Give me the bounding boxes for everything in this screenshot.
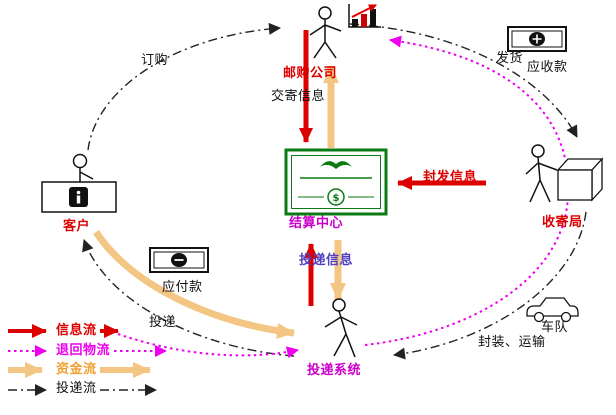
node-label-receiving-office: 收寄局 [542,215,583,230]
return-flow-delivery-to-company [364,35,570,346]
delivery-flow-transport-arc [393,211,587,360]
receivable-banknote-icon [507,26,567,52]
person-head [332,298,346,312]
legend-label-info-flow: 信息流 [56,323,97,338]
legend-lines [8,324,167,396]
capital-flow [93,65,346,339]
person-body [525,156,558,203]
car-wheel [533,311,545,323]
edge-label-receivable: 应收款 [527,60,568,75]
legend-label-capital-flow: 资金流 [56,362,97,377]
capital-flow-customer-to-delivery [93,230,295,339]
edge-label-packing-transport: 封装、运输 [478,335,546,350]
person-body [309,19,342,59]
eagle-emblem [320,161,352,169]
seal-glyph: $ [333,193,340,204]
delivery-flow-ship-arc [349,23,578,138]
person-head [531,144,545,158]
return-flow [117,35,570,359]
delivery-flow-deliver-arc [82,239,295,357]
chart-bar [361,14,367,27]
delivery-flow-cycle [82,22,587,360]
car-body [526,297,579,317]
node-label-customer: 客户 [63,219,91,234]
certificate-inner-border [291,155,381,209]
edge-label-order: 订购 [141,53,169,68]
settlement-center-icon: $ [284,148,388,216]
delivery-system-icon [324,298,358,358]
payable-banknote-icon [149,247,209,273]
legend-label-delivery-flow: 投递流 [56,381,97,396]
return-flow-customer-to-delivery [117,333,299,359]
person-head [72,153,88,169]
banknote-inner [153,251,205,269]
seal-circle [327,188,345,206]
legend-label-return-flow: 退回物流 [56,343,111,358]
fleet-car-icon [526,297,579,323]
chart-bar [352,19,358,27]
customer-icon [41,153,117,213]
edge-label-dispatch-info: 封发信息 [423,170,478,185]
info-plate-dot [76,190,81,195]
parcel-front [557,169,593,201]
plus-glyph [532,34,542,44]
edge-label-delivery-info: 投递信息 [299,253,354,268]
person-body [79,167,94,182]
mail-order-company-icon [309,4,381,59]
node-label-settlement-center: 结算中心 [289,216,344,231]
person-body [324,310,358,358]
info-plate-stem [76,195,81,204]
node-label-delivery-system: 投递系统 [307,363,362,378]
receiving-office-icon [525,144,604,203]
edge-label-ship: 发货 [496,51,524,66]
node-label-mail-order-company: 邮购公司 [283,66,338,81]
delivery-flow-order-arc [87,22,281,151]
info-flow [299,30,486,306]
edge-label-fleet: 车队 [541,320,569,335]
edge-label-mailing-info: 交寄信息 [271,89,326,104]
edge-label-payable: 应付款 [162,280,203,295]
person-head [318,6,332,20]
certificate-outer-border [284,148,388,216]
banknote-inner [511,30,563,48]
edge-label-delivery: 投递 [149,315,177,330]
car-wheel [560,311,572,323]
chart-trend-arrow [351,4,377,18]
chart-bar [370,9,376,27]
